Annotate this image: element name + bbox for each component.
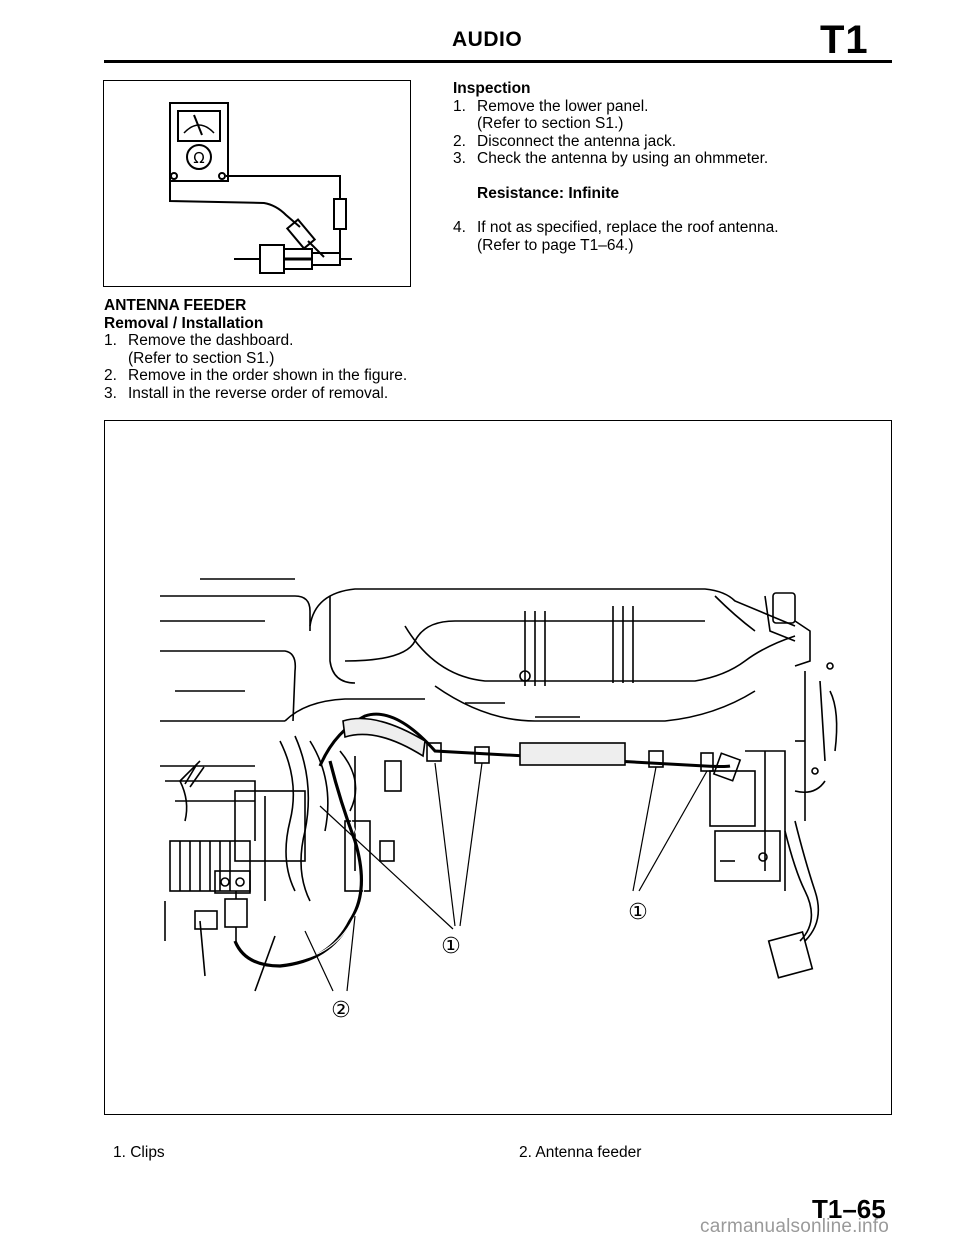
header-rule [104,60,892,63]
callout-feeder: ② [331,998,351,1023]
feeder-step-note: (Refer to section S1.) [128,349,275,367]
feeder-step: 1. Remove the dashboard. [104,332,294,349]
feeder-step: 3. Install in the reverse order of remov… [104,384,389,402]
inspection-heading: Inspection [453,80,531,97]
antenna-feeder-section: ANTENNA FEEDER Removal / Installation 1.… [104,297,484,402]
feeder-step: 2. Remove in the order shown in the figu… [104,367,408,384]
section-code: T1 [820,18,869,62]
ohmmeter-body [169,102,229,182]
inspection-step-note: (Refer to section S1.) [477,115,624,132]
ohmmeter-diagram: Ω [169,102,352,274]
section-title: AUDIO [452,28,523,51]
ohmmeter-figure: Ω [103,80,411,287]
feeder-jack [224,898,248,928]
antenna-feeder-figure: ① ① ② [104,420,892,1115]
inspection-step: 2. Disconnect the antenna jack. [453,132,677,150]
callout-clips: ① [441,934,461,959]
ohm-symbol: Ω [193,149,204,167]
page-number: T1–65 [812,1194,886,1224]
inspection-step: 4. If not as specified, replace the roof… [453,219,779,236]
dashboard-diagram: ① ① ② [160,578,838,1023]
inspection-step: 1. Remove the lower panel. [453,97,649,115]
watermark: carmanualsonline.info [700,1216,890,1237]
ohmmeter-knob [186,144,212,170]
antenna-feeder-title: ANTENNA FEEDER [104,297,247,314]
ohmmeter-dial [177,110,221,142]
inspection-section: Inspection 1. Remove the lower panel. (R… [453,80,873,254]
resistance-spec: Resistance: Infinite [477,184,620,202]
antenna-feeder-subtitle: Removal / Installation [104,314,264,332]
inspection-step: 3. Check the antenna by using an ohmmete… [453,150,769,167]
legend-item-antenna-feeder: 2. Antenna feeder [519,1144,642,1161]
callout-clips: ① [628,900,648,925]
legend-item-clips: 1. Clips [113,1144,165,1161]
inspection-step-note: (Refer to page T1–64.) [477,236,634,254]
